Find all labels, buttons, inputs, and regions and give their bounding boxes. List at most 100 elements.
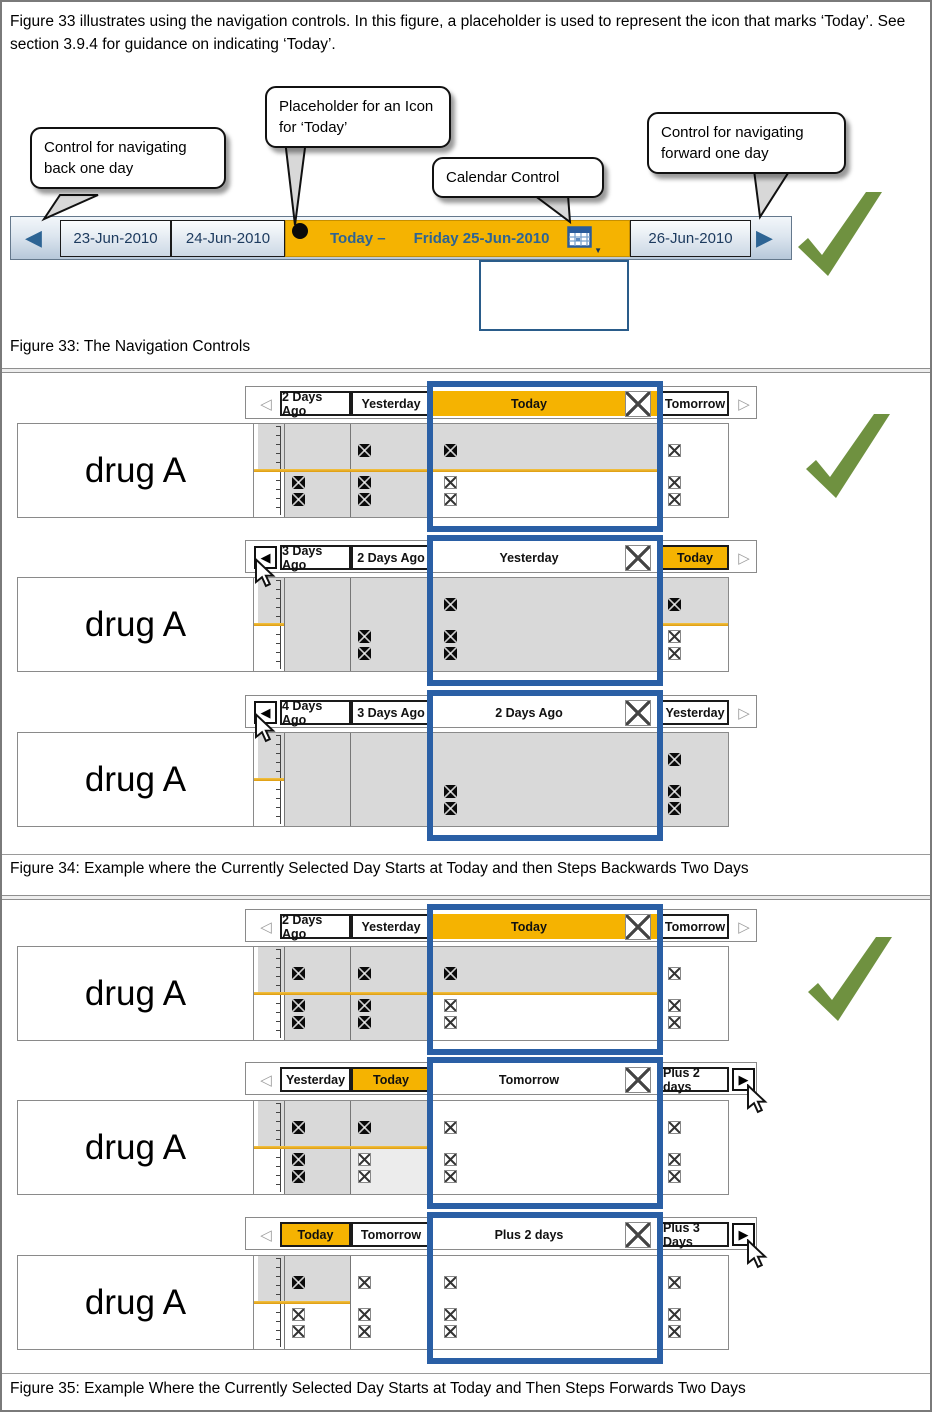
- calendar-control[interactable]: ▼: [567, 225, 602, 255]
- nav-day-cell[interactable]: Today: [280, 1222, 351, 1247]
- day-column: [432, 733, 658, 826]
- dose-given-icon: [668, 802, 681, 815]
- nav-day-cell-selected[interactable]: Today: [433, 913, 659, 940]
- dose-planned-icon: [668, 999, 681, 1012]
- nav-day-cell[interactable]: 2 Days Ago: [280, 913, 351, 941]
- dose-given-icon: [444, 444, 457, 457]
- day-navigation-bar: ◁ 2 Days Ago Yesterday Today Tomorrow ▷: [245, 909, 757, 942]
- nav-day-cell[interactable]: Plus 3 Days: [661, 1221, 729, 1249]
- now-line: [254, 1146, 430, 1149]
- dose-given-icon: [292, 999, 305, 1012]
- no-dose-box-icon: [625, 1221, 651, 1248]
- dose-given-icon: [358, 999, 371, 1012]
- date-cell[interactable]: 26-Jun-2010: [630, 220, 751, 257]
- nav-day-cell[interactable]: Yesterday: [280, 1067, 351, 1092]
- nav-day-cell[interactable]: Tomorrow: [661, 914, 729, 939]
- drug-chart-row: drug A: [17, 1255, 729, 1350]
- date-cell[interactable]: 23-Jun-2010: [60, 220, 171, 257]
- calendar-dropdown-icon: ▼: [594, 245, 602, 255]
- nav-forward-button[interactable]: ▷: [738, 918, 750, 936]
- dose-planned-icon: [668, 1153, 681, 1166]
- dose-given-icon: [358, 647, 371, 660]
- dose-given-icon: [444, 647, 457, 660]
- dose-given-icon: [292, 967, 305, 980]
- dose-planned-icon: [358, 1153, 371, 1166]
- dose-given-icon: [292, 493, 305, 506]
- date-cell[interactable]: 24-Jun-2010: [171, 220, 285, 257]
- dose-planned-icon: [668, 630, 681, 643]
- nav-day-cell[interactable]: Yesterday: [351, 391, 431, 416]
- nav-day-label: Plus 2 days: [494, 1227, 564, 1242]
- nav-forward-button[interactable]: ▶: [732, 1068, 755, 1091]
- dose-planned-icon: [358, 1325, 371, 1338]
- nav-day-cell[interactable]: Today: [661, 545, 729, 570]
- nav-day-cell[interactable]: 4 Days Ago: [280, 699, 351, 727]
- back-one-day-arrow-icon[interactable]: ◀: [25, 225, 42, 250]
- nav-back-button[interactable]: ◁: [260, 1071, 272, 1089]
- callout-text: Calendar Control: [446, 169, 560, 186]
- mouse-cursor-icon: [747, 1084, 768, 1114]
- figure35-caption: Figure 35: Example Where the Currently S…: [10, 1380, 746, 1397]
- dose-given-icon: [358, 967, 371, 980]
- nav-day-label: Yesterday: [499, 550, 559, 565]
- nav-forward-button[interactable]: ▶: [732, 1223, 755, 1246]
- nav-back-button[interactable]: ◁: [260, 395, 272, 413]
- dose-planned-icon: [668, 1170, 681, 1183]
- day-navigation-bar: ◁ Today Tomorrow Plus 2 days Plus 3 Days…: [245, 1217, 757, 1250]
- approval-check-icon: [806, 414, 890, 498]
- dose-given-icon: [358, 1016, 371, 1029]
- day-column: [284, 733, 350, 826]
- nav-day-cell[interactable]: Yesterday: [351, 914, 431, 939]
- calendar-icon: [567, 225, 592, 248]
- rule-line: [2, 1373, 930, 1374]
- today-placeholder-icon: [292, 223, 308, 239]
- no-dose-box-icon: [625, 1066, 651, 1093]
- dose-planned-icon: [444, 493, 457, 506]
- drug-chart-row: drug A: [17, 423, 729, 518]
- forward-one-day-arrow-icon[interactable]: ▶: [756, 225, 773, 250]
- nav-day-cell-selected[interactable]: Tomorrow: [433, 1066, 659, 1093]
- nav-forward-button[interactable]: ▷: [738, 704, 750, 722]
- nav-day-cell-selected[interactable]: Yesterday: [433, 544, 659, 571]
- now-line: [254, 469, 658, 472]
- nav-day-cell[interactable]: Plus 2 days: [661, 1066, 729, 1094]
- nav-day-cell[interactable]: Yesterday: [661, 700, 729, 725]
- nav-day-cell-selected[interactable]: Plus 2 days: [433, 1221, 659, 1248]
- dose-given-icon: [668, 785, 681, 798]
- nav-forward-button[interactable]: ▷: [738, 549, 750, 567]
- nav-day-cell-selected[interactable]: 2 Days Ago: [433, 699, 659, 726]
- nav-back-button[interactable]: ◁: [260, 918, 272, 936]
- dose-given-icon: [668, 753, 681, 766]
- dose-planned-icon: [444, 1308, 457, 1321]
- dose-planned-icon: [444, 1016, 457, 1029]
- nav-day-cell[interactable]: 2 Days Ago: [351, 545, 431, 570]
- nav-forward-button[interactable]: ▷: [738, 395, 750, 413]
- callout-tails: [41, 139, 792, 226]
- drug-name-label: drug A: [18, 424, 254, 517]
- nav-day-label: 2 Days Ago: [495, 705, 563, 720]
- nav-day-cell-selected[interactable]: Today: [433, 390, 659, 417]
- dose-planned-icon: [444, 999, 457, 1012]
- dose-planned-icon: [668, 1325, 681, 1338]
- dose-planned-icon: [358, 1276, 371, 1289]
- day-navigation-bar: ◀ 3 Days Ago 2 Days Ago Yesterday Today …: [245, 540, 757, 573]
- dose-given-icon: [668, 598, 681, 611]
- dose-given-icon: [292, 1276, 305, 1289]
- nav-day-cell[interactable]: 2 Days Ago: [280, 390, 351, 418]
- now-line: [660, 623, 728, 626]
- dose-given-icon: [292, 1016, 305, 1029]
- intro-paragraph: Figure 33 illustrates using the navigati…: [10, 13, 906, 53]
- nav-day-cell[interactable]: Tomorrow: [661, 391, 729, 416]
- figure33-caption: Figure 33: The Navigation Controls: [10, 338, 251, 355]
- nav-day-cell[interactable]: Tomorrow: [351, 1222, 431, 1247]
- dose-given-icon: [444, 802, 457, 815]
- no-dose-box-icon: [625, 390, 651, 417]
- today-date-cell[interactable]: Today – Friday 25-Jun-2010 ▼: [285, 220, 630, 257]
- nav-day-cell[interactable]: 3 Days Ago: [280, 544, 351, 572]
- drug-name-label: drug A: [18, 1101, 254, 1194]
- section-divider: [2, 895, 930, 900]
- nav-day-cell[interactable]: Today: [351, 1067, 431, 1092]
- nav-day-cell[interactable]: 3 Days Ago: [351, 700, 431, 725]
- nav-back-button[interactable]: ◁: [260, 1226, 272, 1244]
